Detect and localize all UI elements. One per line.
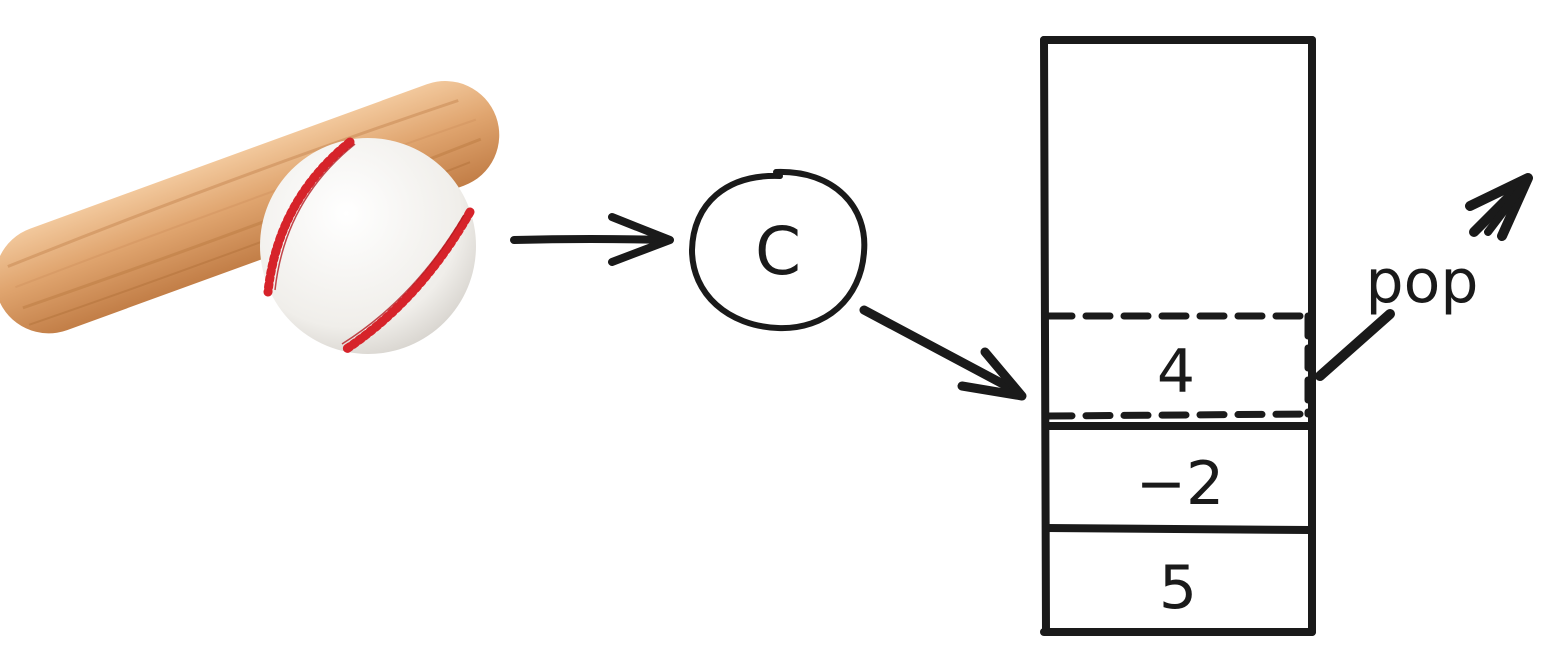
stack-cell-value: −2	[1136, 449, 1224, 519]
baseball	[260, 137, 476, 355]
input-arrow	[510, 213, 674, 266]
operator-circle: C	[689, 168, 868, 332]
stack-cell-value: 4	[1157, 337, 1195, 407]
stack-cell: −2	[1042, 422, 1314, 519]
stack-cell-popped: 4	[1044, 312, 1314, 420]
to-stack-arrow	[859, 305, 1027, 401]
operator-symbol: C	[755, 213, 801, 290]
stack-cell-value: 5	[1159, 553, 1197, 623]
pop-arrow: pop	[1315, 173, 1533, 381]
stack: 4 −2 5	[1040, 36, 1316, 636]
stack-cell: 5	[1042, 524, 1314, 623]
baseball-bat-and-ball-icon	[0, 81, 500, 355]
pop-label: pop	[1366, 247, 1479, 317]
